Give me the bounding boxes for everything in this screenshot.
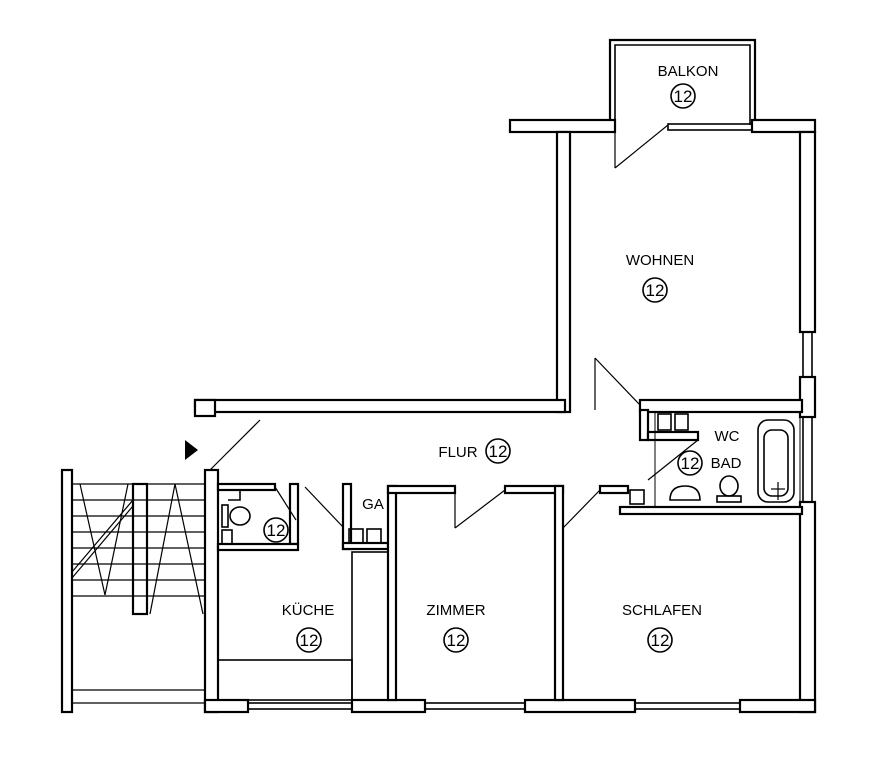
ga-label: GA [362,496,384,513]
balcony [608,38,757,125]
wohnen-label: WOHNEN [626,252,694,269]
gaeste-wc-number: 12 [267,521,286,540]
wohnen-number: 12 [646,281,665,300]
flur-number: 12 [489,442,508,461]
toilet [719,475,739,497]
room-labels: BALKON 12 WOHNEN 12 FLUR 12 WC BAD 12 12… [263,63,742,653]
toilet [229,506,251,526]
schlafen-number: 12 [651,631,670,650]
balkon-number: 12 [674,87,693,106]
doors [185,124,699,529]
bathtub [757,419,795,503]
zimmer-number: 12 [447,631,466,650]
wc-label: WC [715,428,740,445]
kueche-label: KÜCHE [282,601,335,619]
bad-label: BAD [711,455,742,472]
staircase [60,468,205,714]
flur-label: FLUR [438,444,477,461]
bad-number: 12 [681,454,700,473]
schlafen-label: SCHLAFEN [622,602,702,619]
sink [669,485,701,501]
fixtures [221,419,795,545]
walls [193,118,817,714]
balkon-label: BALKON [658,63,719,80]
entrance-arrow-icon [185,440,198,460]
zimmer-label: ZIMMER [426,602,485,619]
kueche-number: 12 [300,631,319,650]
